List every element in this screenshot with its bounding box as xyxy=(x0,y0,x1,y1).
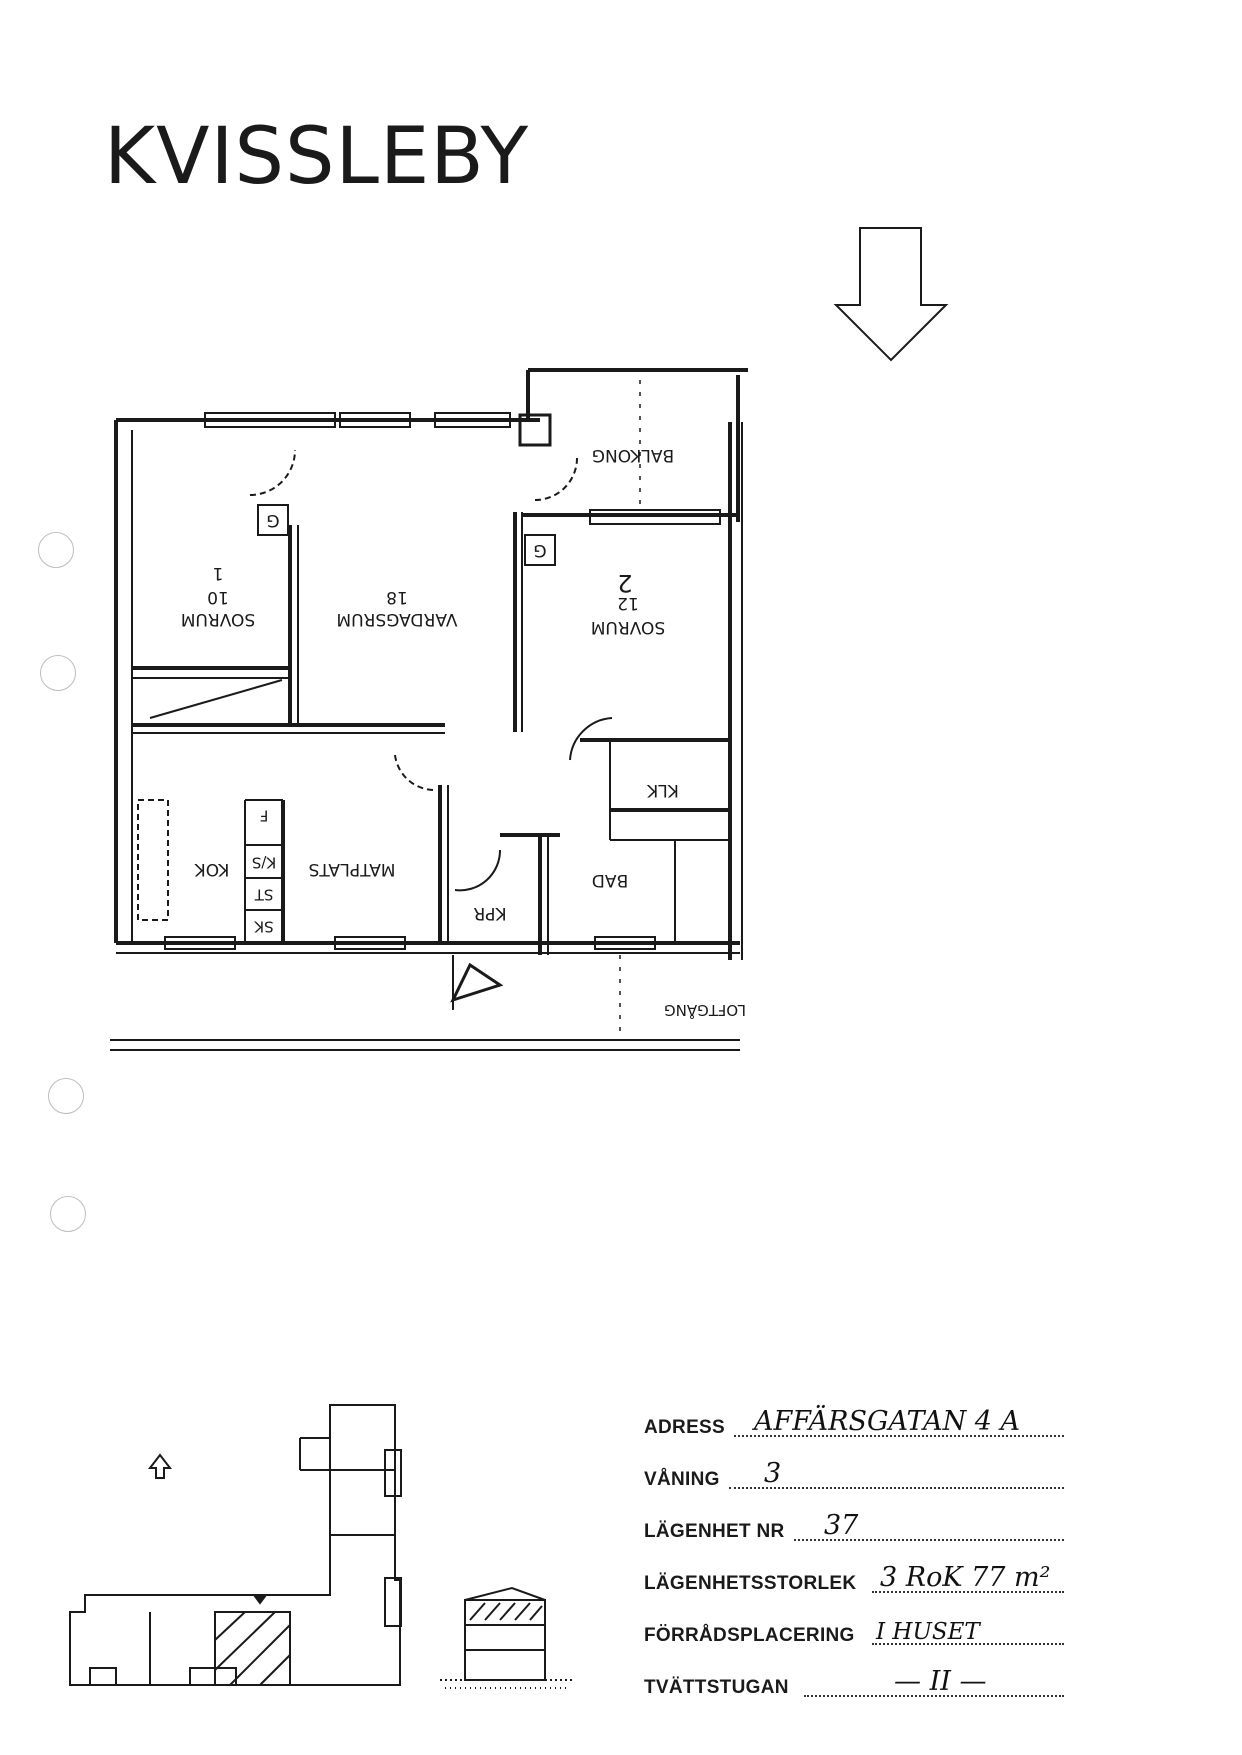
punch-hole xyxy=(40,655,76,691)
vaning-value: 3 xyxy=(764,1458,782,1489)
vardagsrum-area: 18 xyxy=(386,587,408,607)
forradsplacering-label: FÖRRÅDSPLACERING xyxy=(644,1625,855,1646)
sovrum1-area: 10 xyxy=(207,587,229,607)
g-label: G xyxy=(533,540,546,560)
closet-st-label: ST xyxy=(254,886,274,904)
adress-value: AFFÄRSGATAN 4 A xyxy=(754,1406,1021,1437)
page-title: KVISSLEBY xyxy=(104,112,530,202)
sovrum2-name: SOVRUM xyxy=(591,617,665,637)
lagenhetsstorlek-label: LÄGENHETSSTORLEK xyxy=(644,1573,857,1594)
forradsplacering-value: I HUSET xyxy=(876,1619,980,1645)
lagenhet-nr-value: 37 xyxy=(824,1510,859,1541)
sovrum2-area: 12 xyxy=(617,593,639,613)
row-forradsplacering: FÖRRÅDSPLACERING I HUSET xyxy=(644,1603,1064,1655)
kpr-name: KPR xyxy=(473,903,506,923)
site-north-arrow-icon xyxy=(147,1453,173,1479)
g-label: G xyxy=(266,510,279,530)
row-lagenhetsstorlek: LÄGENHETSSTORLEK 3 RoK 77 m² xyxy=(644,1551,1064,1603)
klk-name: KLK xyxy=(646,780,679,800)
room-labels: G G 1 10 SOVRUM 18 VARDAGSRUM 2 12 SOVRU… xyxy=(181,445,746,1020)
sovrum1-number: 1 xyxy=(213,563,224,583)
adress-label: ADRESS xyxy=(644,1417,725,1438)
north-arrow-icon xyxy=(833,227,949,362)
info-block: ADRESS AFFÄRSGATAN 4 A VÅNING 3 LÄGENHET… xyxy=(644,1395,1064,1707)
row-lagenhet-nr: LÄGENHET NR 37 xyxy=(644,1499,1064,1551)
kok-name: KOK xyxy=(194,859,230,879)
bad-name: BAD xyxy=(592,870,628,890)
lagenhet-nr-label: LÄGENHET NR xyxy=(644,1521,785,1542)
punch-hole xyxy=(50,1196,86,1232)
row-adress: ADRESS AFFÄRSGATAN 4 A xyxy=(644,1395,1064,1447)
closet-ks-label: K/S xyxy=(252,854,276,872)
lagenhetsstorlek-value: 3 RoK 77 m² xyxy=(880,1562,1051,1593)
matplats-name: MATPLATS xyxy=(309,859,396,879)
site-plan xyxy=(69,1404,402,1686)
closet-sk-label: SK xyxy=(253,918,274,936)
punch-hole xyxy=(38,532,74,568)
building-section xyxy=(440,1586,575,1689)
tvattstugan-label: TVÄTTSTUGAN xyxy=(644,1677,789,1698)
sovrum2-number: 2 xyxy=(617,569,632,597)
closet-f-label: F xyxy=(260,807,269,825)
balkong-name: BALKONG xyxy=(592,445,674,465)
loftgang-name: LOFTGÅNG xyxy=(664,1001,746,1020)
vardagsrum-name: VARDAGSRUM xyxy=(337,609,458,629)
floor-plan xyxy=(110,368,748,1051)
row-vaning: VÅNING 3 xyxy=(644,1447,1064,1499)
vaning-label: VÅNING xyxy=(644,1469,720,1490)
punch-hole xyxy=(48,1078,84,1114)
tvattstugan-value: — II — xyxy=(894,1666,987,1697)
sovrum1-name: SOVRUM xyxy=(181,609,255,629)
row-tvattstugan: TVÄTTSTUGAN — II — xyxy=(644,1655,1064,1707)
